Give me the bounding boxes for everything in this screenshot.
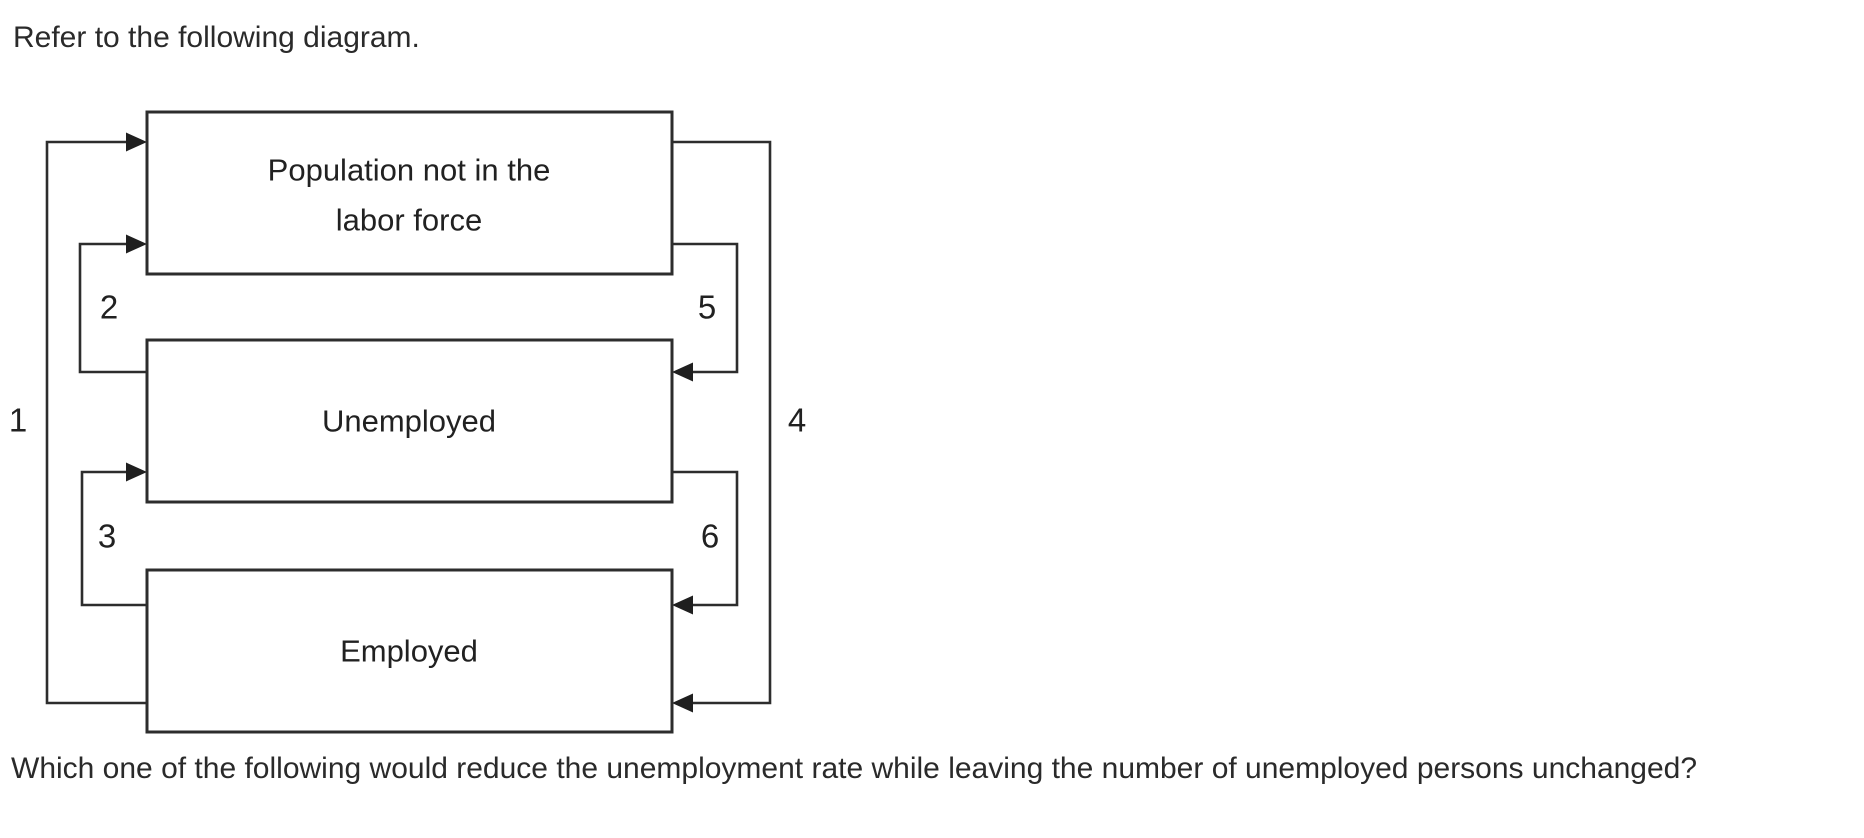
box-outline: [145, 568, 674, 734]
box-outline: [145, 338, 674, 504]
flow-line-5: [672, 242, 739, 374]
flow-line-4: [672, 140, 772, 705]
box-label: Unemployed: [322, 404, 496, 439]
arrowhead-left-icon: [672, 362, 693, 382]
flow-arrow-5: 5: [672, 242, 739, 382]
labor-force-flow-diagram: 1 2 3 4 5 6 Population not in the labor …: [9, 110, 806, 734]
flow-number-2: 2: [100, 289, 118, 326]
flow-arrow-2: 2: [78, 234, 147, 374]
flow-line-6: [672, 470, 739, 607]
arrowhead-left-icon: [672, 595, 693, 615]
arrowhead-right-icon: [126, 132, 147, 152]
box-label-line2: labor force: [336, 203, 482, 238]
flow-line-3: [80, 470, 147, 607]
intro-text: Refer to the following diagram.: [13, 21, 420, 54]
box-label-line1: Population not in the: [268, 153, 551, 188]
box-label: Employed: [340, 634, 478, 669]
box-unemployed: Unemployed: [145, 338, 674, 504]
flow-arrow-3: 3: [80, 462, 147, 607]
flow-arrow-1: 1: [9, 132, 147, 705]
box-population-not-in-labor-force: Population not in the labor force: [145, 110, 674, 276]
question-text: Which one of the following would reduce …: [11, 752, 1698, 785]
flow-arrow-4: 4: [672, 140, 806, 713]
flow-arrow-6: 6: [672, 470, 739, 615]
flow-number-1: 1: [9, 402, 27, 439]
flow-number-4: 4: [788, 402, 806, 439]
flow-number-3: 3: [98, 518, 116, 555]
flow-number-6: 6: [701, 518, 719, 555]
box-outline: [145, 110, 674, 276]
arrowhead-left-icon: [672, 693, 693, 713]
arrowhead-right-icon: [126, 462, 147, 482]
flow-number-5: 5: [698, 289, 716, 326]
box-employed: Employed: [145, 568, 674, 734]
arrowhead-right-icon: [126, 234, 147, 254]
flow-line-2: [78, 242, 147, 374]
flow-line-1: [45, 140, 147, 705]
